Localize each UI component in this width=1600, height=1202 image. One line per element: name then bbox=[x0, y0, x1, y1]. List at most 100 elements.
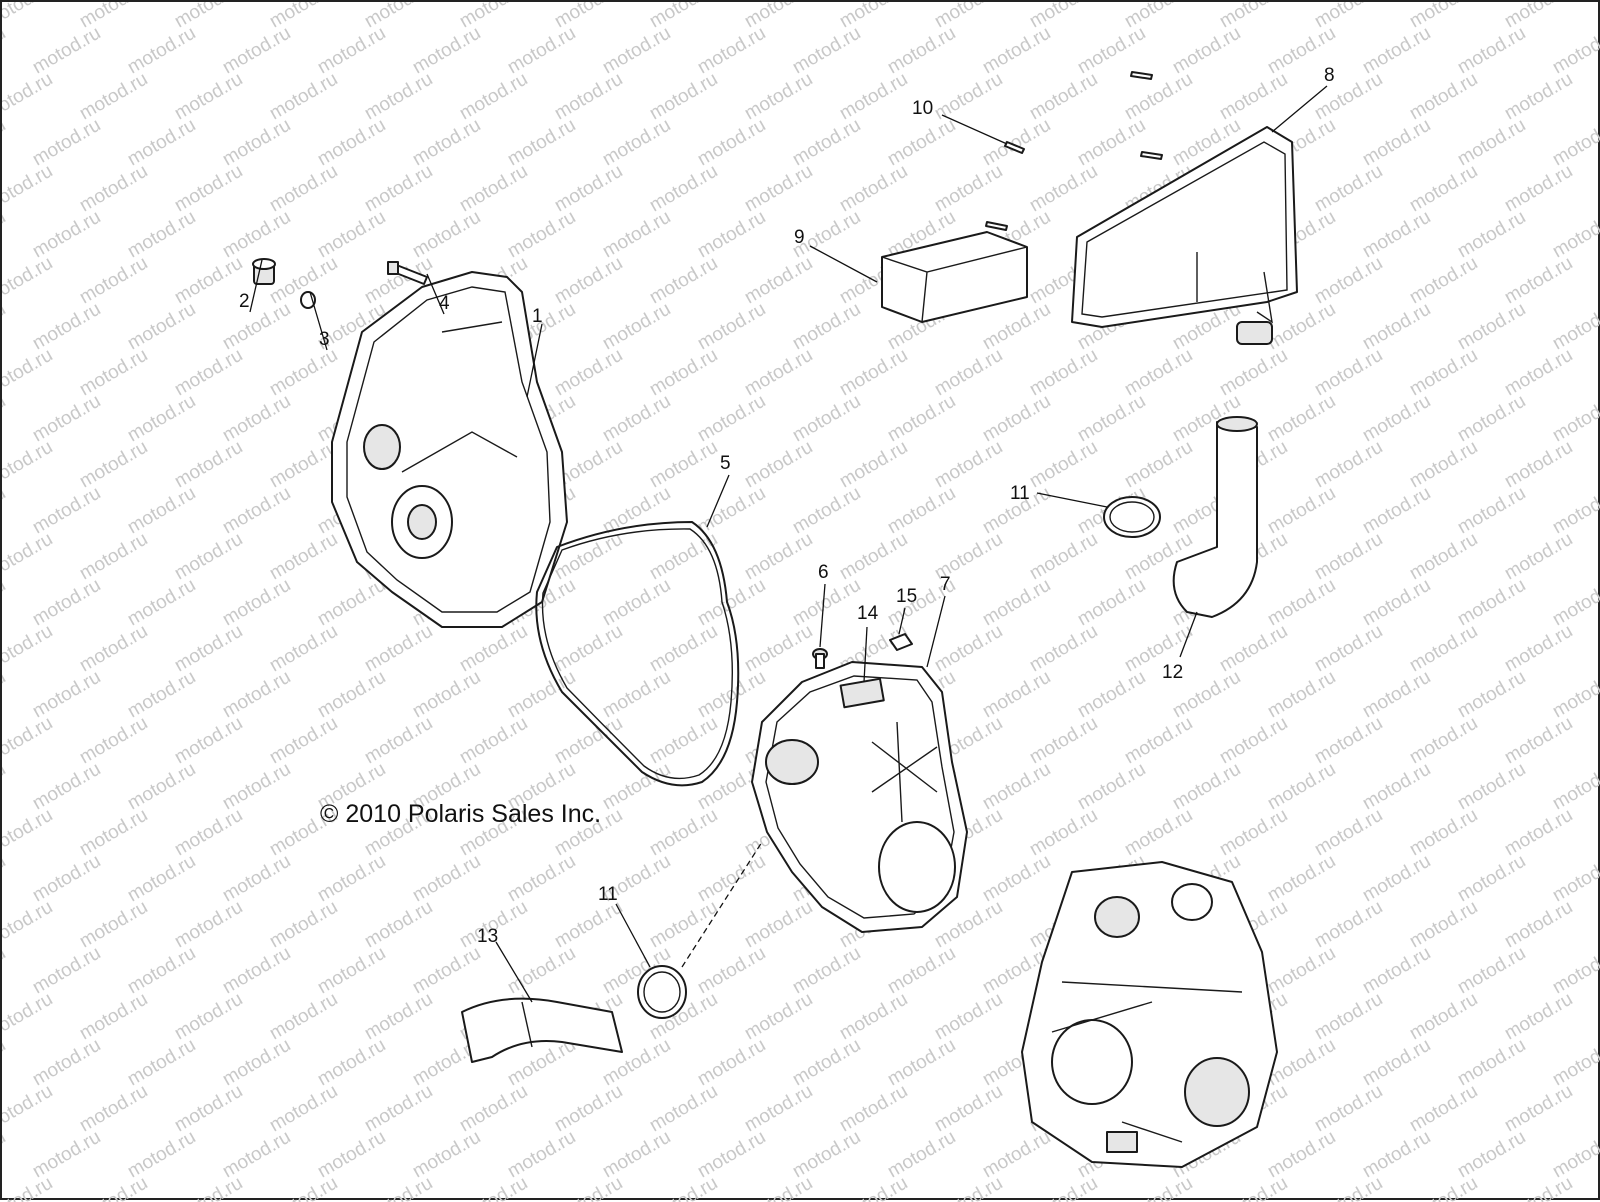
watermark-text: motod.ru bbox=[646, 253, 721, 309]
callout-13: 13 bbox=[477, 926, 498, 947]
foam-block bbox=[881, 231, 1028, 323]
watermark-text: motod.ru bbox=[219, 23, 294, 79]
watermark-text: motod.ru bbox=[1026, 345, 1101, 401]
watermark-text: motod.ru bbox=[2, 299, 9, 355]
watermark-text: motod.ru bbox=[599, 207, 674, 263]
watermark-text: motod.ru bbox=[1549, 1035, 1600, 1091]
inner-clutch-cover bbox=[751, 661, 968, 933]
watermark-text: motod.ru bbox=[1264, 575, 1339, 631]
watermark-text: motod.ru bbox=[266, 1081, 341, 1137]
watermark-text: motod.ru bbox=[314, 115, 389, 171]
watermark-text: motod.ru bbox=[789, 1035, 864, 1091]
watermark-text: motod.ru bbox=[1359, 391, 1434, 447]
watermark-text: motod.ru bbox=[76, 1081, 151, 1137]
watermark-text: motod.ru bbox=[2, 345, 56, 401]
watermark-text: motod.ru bbox=[219, 115, 294, 171]
watermark-text: motod.ru bbox=[504, 1127, 579, 1183]
callout-10: 10 bbox=[912, 98, 933, 119]
watermark-text: motod.ru bbox=[884, 391, 959, 447]
watermark-text: motod.ru bbox=[1501, 713, 1576, 769]
watermark-text: motod.ru bbox=[314, 851, 389, 907]
callout-6: 6 bbox=[818, 562, 829, 583]
watermark-text: motod.ru bbox=[171, 897, 246, 953]
watermark-text: motod.ru bbox=[1311, 529, 1386, 585]
watermark-text: motod.ru bbox=[694, 1127, 769, 1183]
watermark-text: motod.ru bbox=[1501, 529, 1576, 585]
watermark-text: motod.ru bbox=[456, 713, 531, 769]
watermark-text: motod.ru bbox=[599, 575, 674, 631]
watermark-text: motod.ru bbox=[219, 207, 294, 263]
watermark-text: motod.ru bbox=[1359, 943, 1434, 999]
watermark-text: motod.ru bbox=[551, 69, 626, 125]
watermark-text: motod.ru bbox=[171, 69, 246, 125]
watermark-text: motod.ru bbox=[599, 115, 674, 171]
watermark-text: motod.ru bbox=[1121, 805, 1196, 861]
watermark-text: motod.ru bbox=[1359, 667, 1434, 723]
watermark-text: motod.ru bbox=[76, 253, 151, 309]
watermark-text: motod.ru bbox=[1454, 759, 1529, 815]
watermark-text: motod.ru bbox=[1454, 207, 1529, 263]
watermark-text: motod.ru bbox=[741, 1173, 816, 1202]
watermark-text: motod.ru bbox=[361, 989, 436, 1045]
watermark-text: motod.ru bbox=[741, 69, 816, 125]
watermark-text: motod.ru bbox=[1121, 1173, 1196, 1202]
watermark-text: motod.ru bbox=[2, 667, 9, 723]
watermark-text: motod.ru bbox=[1264, 943, 1339, 999]
watermark-text: motod.ru bbox=[884, 115, 959, 171]
watermark-text: motod.ru bbox=[409, 207, 484, 263]
watermark-text: motod.ru bbox=[551, 1173, 626, 1202]
watermark-text: motod.ru bbox=[1406, 621, 1481, 677]
watermark-text: motod.ru bbox=[599, 391, 674, 447]
watermark-text: motod.ru bbox=[1406, 69, 1481, 125]
watermark-text: motod.ru bbox=[409, 943, 484, 999]
watermark-text: motod.ru bbox=[1596, 897, 1600, 953]
watermark-text: motod.ru bbox=[1454, 23, 1529, 79]
watermark-text: motod.ru bbox=[124, 575, 199, 631]
watermark-text: motod.ru bbox=[124, 1127, 199, 1183]
watermark-text: motod.ru bbox=[456, 1173, 531, 1202]
watermark-text: motod.ru bbox=[504, 115, 579, 171]
watermark-text: motod.ru bbox=[1311, 345, 1386, 401]
watermark-text: motod.ru bbox=[29, 759, 104, 815]
watermark-text: motod.ru bbox=[409, 851, 484, 907]
watermark-text: motod.ru bbox=[1501, 253, 1576, 309]
callout-8: 8 bbox=[1324, 65, 1335, 86]
watermark-text: motod.ru bbox=[2, 713, 56, 769]
watermark-text: motod.ru bbox=[1406, 161, 1481, 217]
watermark-text: motod.ru bbox=[1596, 2, 1600, 32]
watermark-text: motod.ru bbox=[1359, 1127, 1434, 1183]
watermark-text: motod.ru bbox=[1359, 23, 1434, 79]
watermark-text: motod.ru bbox=[1026, 529, 1101, 585]
watermark-text: motod.ru bbox=[2, 23, 9, 79]
watermark-text: motod.ru bbox=[2, 391, 9, 447]
cover-bolt bbox=[387, 261, 428, 285]
watermark-text: motod.ru bbox=[266, 1173, 341, 1202]
watermark-text: motod.ru bbox=[2, 69, 56, 125]
watermark-text: motod.ru bbox=[2, 1081, 56, 1137]
watermark-text: motod.ru bbox=[551, 713, 626, 769]
watermark-text: motod.ru bbox=[1501, 161, 1576, 217]
callout-labels: 1 2 3 4 5 6 7 8 9 10 11 11 12 13 14 15 bbox=[239, 65, 1335, 947]
watermark-text: motod.ru bbox=[1359, 115, 1434, 171]
watermark-text: motod.ru bbox=[361, 1081, 436, 1137]
watermark-text: motod.ru bbox=[1454, 115, 1529, 171]
watermark-text: motod.ru bbox=[266, 529, 341, 585]
watermark-text: motod.ru bbox=[1406, 1173, 1481, 1202]
watermark-text: motod.ru bbox=[1549, 207, 1600, 263]
callout-1: 1 bbox=[532, 306, 543, 327]
watermark-text: motod.ru bbox=[314, 1035, 389, 1091]
watermark-text: motod.ru bbox=[1549, 851, 1600, 907]
watermark-text: motod.ru bbox=[741, 529, 816, 585]
watermark-text: motod.ru bbox=[836, 529, 911, 585]
watermark-text: motod.ru bbox=[2, 1173, 56, 1202]
watermark-text: motod.ru bbox=[931, 161, 1006, 217]
watermark-text: motod.ru bbox=[361, 713, 436, 769]
watermark-text: motod.ru bbox=[1264, 759, 1339, 815]
watermark-text: motod.ru bbox=[1501, 69, 1576, 125]
watermark-text: motod.ru bbox=[789, 299, 864, 355]
watermark-text: motod.ru bbox=[266, 713, 341, 769]
watermark-text: motod.ru bbox=[741, 621, 816, 677]
watermark-text: motod.ru bbox=[1596, 1081, 1600, 1137]
watermark-text: motod.ru bbox=[171, 437, 246, 493]
hose-clamp-upper bbox=[1103, 496, 1161, 538]
